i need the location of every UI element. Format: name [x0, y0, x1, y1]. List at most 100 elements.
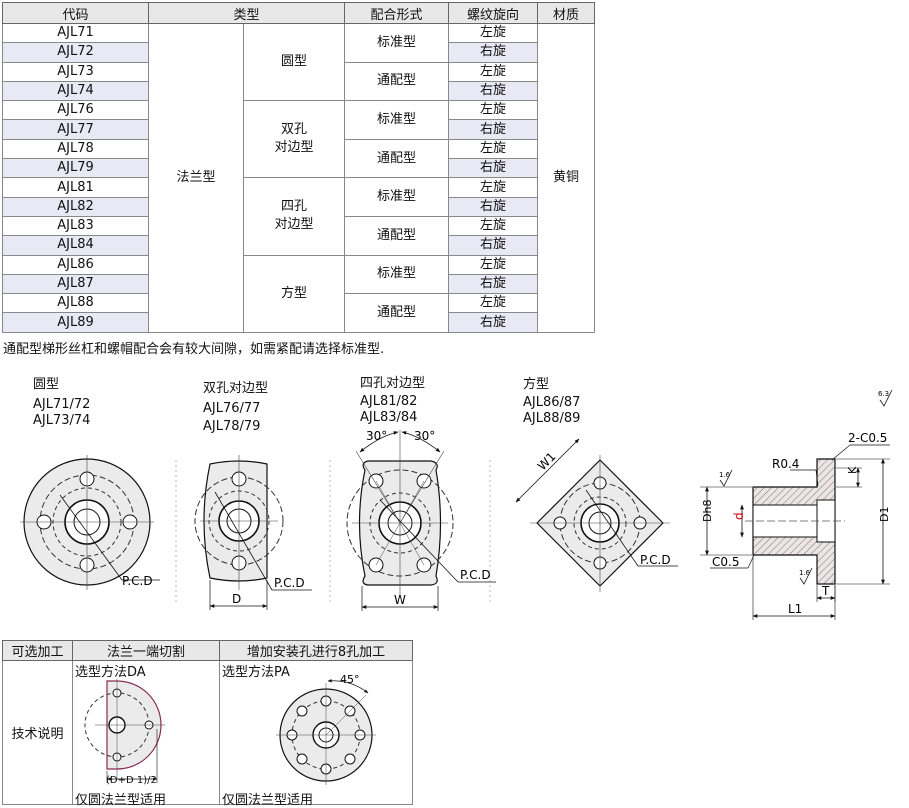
thread-cell: 右旋 [448, 196, 539, 217]
option-pa-cell: 选型方法PA 45° 仅圆法兰型适用 [219, 660, 413, 808]
two-hole-codes-1: AJL76/77 [203, 401, 261, 416]
section-t-label: T [821, 584, 830, 598]
subtype-line: 四孔 [281, 199, 308, 215]
fit-cell: 标准型 [344, 100, 450, 140]
table-row: AJL88 通配型 左旋 [2, 293, 595, 333]
section-d1-label: D1 [878, 507, 891, 522]
thread-cell: 左旋 [448, 177, 539, 198]
table-row: AJL79 右旋 [2, 158, 595, 179]
fit-cell: 通配型 [344, 215, 450, 256]
round-pcd-label: P.C.D [122, 574, 153, 588]
two-hole-codes-2: AJL78/79 [203, 419, 261, 434]
option-da-cell: 选型方法DA (D+D 1)/2 仅圆法兰型适用 [72, 660, 220, 808]
round-flange-drawing: P.C.D [20, 455, 160, 590]
table-row: AJL81 四孔对边型 标准型 左旋 [2, 177, 595, 256]
two-hole-dim-d: D [232, 592, 241, 606]
square-flange-drawing: P.C.D W1 [515, 438, 678, 592]
options-header-8hole: 增加安装孔进行8孔加工 [219, 640, 413, 661]
thread-cell: 左旋 [448, 215, 539, 237]
fit-cell: 通配型 [344, 61, 450, 102]
four-hole-flange-drawing: 30° 30° P.C.D W [346, 429, 496, 611]
code-cell: AJL79 [2, 158, 149, 179]
table-row: AJL87 右旋 [2, 273, 595, 295]
two-hole-pcd-label: P.C.D [274, 576, 305, 590]
square-codes-2: AJL88/89 [523, 411, 581, 426]
table-row: AJL73 通配型 左旋 [2, 61, 595, 102]
subtype-cell: 圆型 [242, 22, 346, 102]
material-cell: 黄铜 [537, 23, 596, 333]
subtype-line: 双孔 [281, 122, 308, 138]
type-main-cell: 法兰型 [148, 23, 244, 333]
angle-right-label: 30° [414, 429, 435, 443]
section-chamfer-label: 2-C0.5 [848, 431, 887, 445]
thread-cell: 右旋 [448, 80, 539, 102]
rough-bottom-label: 1.6 [799, 569, 811, 577]
table-row: AJL72 右旋 [2, 42, 595, 63]
code-cell: AJL72 [2, 42, 149, 63]
square-pcd-label: P.C.D [640, 553, 671, 567]
thread-cell: 左旋 [448, 22, 539, 44]
options-row-label: 技术说明 [2, 660, 73, 805]
header-material: 材质 [537, 2, 596, 24]
section-d-label: d [732, 512, 746, 520]
subtype-line: 圆型 [281, 54, 308, 70]
table-row: AJL89 右旋 [2, 312, 595, 333]
four-hole-codes-2: AJL83/84 [360, 410, 418, 425]
two-hole-title: 双孔对边型 [203, 381, 269, 396]
table-row: AJL82 右旋 [2, 196, 595, 217]
subtype-line: 对边型 [274, 140, 314, 156]
options-header-row: 可选加工 法兰一端切割 增加安装孔进行8孔加工 [2, 640, 413, 661]
code-cell: AJL77 [2, 119, 149, 140]
thread-cell: 右旋 [448, 312, 539, 333]
two-hole-flange-drawing: P.C.D D [194, 455, 312, 610]
code-cell: AJL89 [2, 312, 149, 333]
code-cell: AJL87 [2, 273, 149, 295]
section-r-label: R0.4 [772, 457, 799, 471]
table-row: AJL71 法兰型 圆型 标准型 左旋 黄铜 [2, 22, 596, 333]
table-row: AJL74 右旋 [2, 80, 595, 102]
code-cell: AJL84 [2, 235, 149, 256]
table-row: AJL83 通配型 左旋 [2, 215, 595, 256]
table-row: AJL76 双孔对边型 标准型 左旋 [2, 100, 595, 179]
thread-cell: 右旋 [448, 273, 539, 295]
pa-angle-label: 45° [340, 673, 360, 686]
four-hole-dim-w: W [394, 593, 406, 607]
da-title: 选型方法DA [75, 665, 146, 680]
header-code: 代码 [2, 2, 149, 24]
table-row: AJL86 方型 标准型 左旋 [2, 254, 595, 333]
spec-table: 代码 类型 配合形式 螺纹旋向 材质 AJL71 法兰型 圆型 标准型 左旋 黄… [2, 2, 596, 333]
fit-cell: 标准型 [344, 23, 450, 63]
round-codes-1: AJL71/72 [33, 397, 91, 412]
thread-cell: 右旋 [448, 158, 539, 179]
da-note: 仅圆法兰型适用 [75, 793, 167, 808]
thread-cell: 右旋 [448, 235, 539, 256]
subtype-line: 方型 [281, 285, 308, 301]
section-c05-label: C0.5 [712, 555, 739, 569]
round-codes-2: AJL73/74 [33, 413, 91, 428]
square-codes-1: AJL86/87 [523, 395, 581, 410]
header-fit: 配合形式 [344, 2, 450, 24]
technical-drawings: P.C.D P.C.D D [20, 389, 893, 620]
fit-note: 通配型梯形丝杠和螺帽配合会有较大间隙，如需紧配请选择标准型. [3, 342, 385, 357]
da-dim-label: (D+D 1)/2 [106, 775, 157, 786]
header-row: 代码 类型 配合形式 螺纹旋向 材质 [2, 2, 596, 24]
pa-drawing: 45° [276, 673, 376, 785]
rough-corner-label: 6.3 [878, 390, 889, 398]
subtype-cell: 四孔对边型 [242, 177, 346, 256]
four-hole-codes-1: AJL81/82 [360, 394, 418, 409]
code-cell: AJL82 [2, 196, 149, 217]
da-drawing [84, 679, 165, 783]
code-cell: AJL86 [2, 254, 149, 275]
options-table: 可选加工 法兰一端切割 增加安装孔进行8孔加工 技术说明 选型方法DA (D+D… [2, 640, 413, 808]
fit-cell: 通配型 [344, 138, 450, 179]
thread-cell: 左旋 [448, 61, 539, 82]
table-row: AJL77 右旋 [2, 119, 595, 140]
angle-left-label: 30° [366, 429, 387, 443]
options-header-option: 可选加工 [2, 640, 73, 661]
subtype-cell: 双孔对边型 [242, 100, 346, 179]
pa-title: 选型方法PA [222, 665, 290, 680]
thread-cell: 右旋 [448, 42, 539, 63]
table-row: AJL84 右旋 [2, 235, 595, 256]
section-dh8-label: Dh8 [701, 500, 714, 522]
section-l1-label: L1 [788, 602, 802, 616]
